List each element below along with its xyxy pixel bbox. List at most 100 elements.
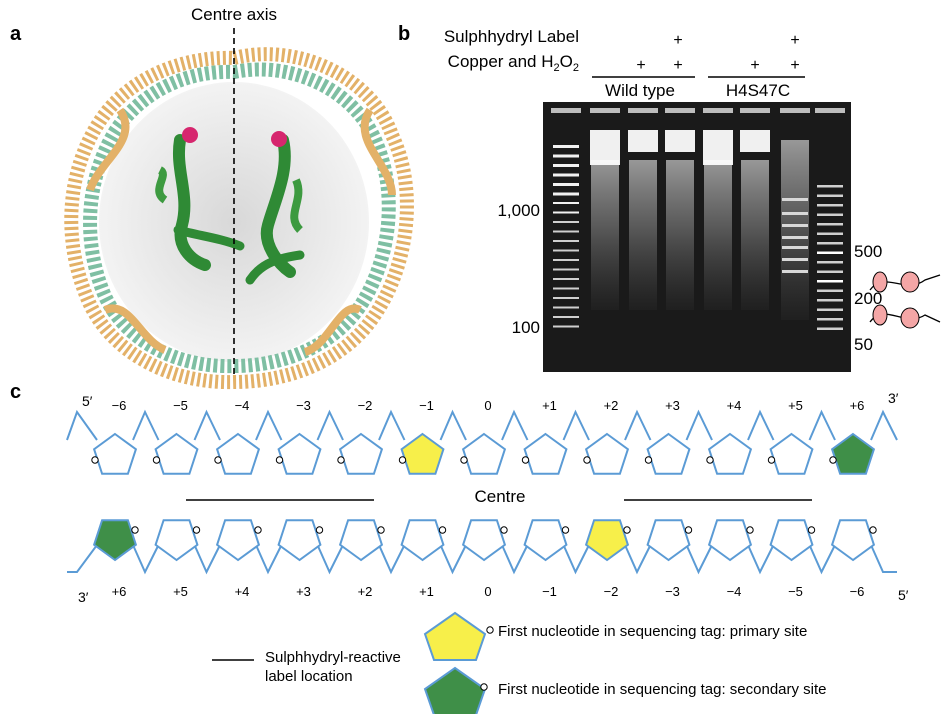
gel-smear	[741, 160, 769, 310]
position-label: +2	[604, 398, 619, 413]
lane-h4s47c-control	[703, 108, 733, 310]
position-label: +6	[112, 584, 127, 599]
gel-smear	[591, 160, 619, 310]
gel-well	[551, 108, 581, 113]
nucleosome-structure	[64, 47, 414, 390]
sugar-ring	[154, 432, 199, 475]
position-label: −2	[358, 398, 373, 413]
ladder-band	[817, 318, 843, 321]
sugar-ring	[277, 519, 322, 562]
nucleotide-9: +3	[644, 398, 691, 475]
ladder-label-1000: 1,000	[497, 201, 540, 220]
dna-strand-inner	[83, 62, 396, 374]
nucleosome-cartoon-upper	[869, 271, 941, 293]
position-label: −3	[296, 398, 311, 413]
gel-well	[815, 108, 845, 113]
position-label: +6	[850, 398, 865, 413]
gel-smear	[704, 160, 732, 310]
legend-primary-label: First nucleotide in sequencing tag: prim…	[498, 623, 807, 640]
nucleotide-11: −5	[769, 519, 816, 599]
sugar-ring	[830, 432, 876, 475]
centre-label: Centre	[474, 487, 525, 506]
position-label: +5	[173, 584, 188, 599]
ring-oxygen	[767, 456, 776, 464]
ladder-band	[553, 316, 579, 318]
ladder-band	[553, 306, 579, 309]
sugar-ring	[707, 519, 753, 562]
ladder-band	[817, 213, 843, 216]
gel-well	[665, 108, 695, 113]
position-label: +4	[727, 398, 742, 413]
position-label: −1	[542, 584, 557, 599]
panel-b: b Sulphhydryl Label Copper and H2O2 + + …	[398, 23, 941, 372]
nucleotide-6: 0	[460, 398, 507, 475]
ladder-band	[817, 299, 843, 302]
nucleotide-2: −4	[214, 398, 261, 475]
ring-oxygen	[275, 456, 284, 464]
top-strand-5prime: 5′	[82, 393, 93, 409]
sugar-ring	[338, 519, 384, 562]
lane-wt-control	[590, 108, 620, 310]
nucleotide-3: +3	[277, 519, 324, 599]
sugar-ring	[277, 432, 322, 475]
ladder-band	[553, 240, 579, 242]
lane-h4s47c-label-copper	[780, 108, 810, 320]
position-label: −4	[727, 584, 742, 599]
ladder-band	[553, 145, 579, 148]
cleavage-band	[782, 212, 808, 215]
ladder-right	[815, 108, 845, 330]
gel-smear	[629, 160, 657, 310]
sugar-ring	[707, 432, 753, 475]
cleavage-band	[782, 198, 808, 201]
lane-marks: + + + + + +	[636, 32, 799, 74]
ladder-label-100: 100	[512, 318, 540, 337]
ring-oxygen	[152, 456, 161, 464]
ladder-band	[553, 221, 579, 223]
ring-oxygen	[521, 456, 530, 464]
ladder-band	[553, 173, 579, 177]
position-label: −2	[604, 584, 619, 599]
sugar-ring	[154, 519, 199, 562]
sugar-ring	[461, 432, 507, 475]
ladder-band	[553, 259, 579, 261]
centre-axis-label: Centre axis	[191, 5, 277, 24]
nucleotide-0: −6	[91, 398, 138, 475]
group-h4s47c: H4S47C	[726, 81, 790, 100]
legend-line-label-2: label location	[265, 668, 353, 685]
ladder-band	[553, 297, 579, 299]
position-label: −5	[788, 584, 803, 599]
position-label: +3	[296, 584, 311, 599]
ladder-band	[553, 278, 579, 280]
ring-oxygen	[398, 456, 407, 464]
ring-oxygen	[315, 526, 324, 534]
nucleotide-9: −3	[646, 519, 693, 599]
copper-row-label: Copper and H2O2	[448, 52, 579, 74]
phosphate-backbone	[66, 409, 898, 441]
phosphate-backbone	[67, 544, 897, 575]
cleavage-band	[782, 246, 808, 249]
position-label: −3	[665, 584, 680, 599]
histone-h4-helix-right	[245, 134, 305, 285]
nucleotide-8: +2	[583, 398, 630, 475]
legend-green-oxygen	[480, 683, 488, 691]
ring-oxygen	[131, 526, 139, 534]
ring-oxygen	[214, 456, 222, 464]
label-plus-lane6: +	[790, 32, 799, 49]
top-strand-3prime: 3′	[888, 390, 899, 406]
position-label: −4	[235, 398, 250, 413]
sugar-ring	[215, 519, 261, 562]
ring-oxygen	[438, 526, 447, 534]
dna-strand-wave	[86, 107, 396, 356]
position-label: +4	[235, 584, 250, 599]
panel-a: a Centre axis	[10, 5, 414, 390]
sugar-ring	[400, 519, 445, 562]
ladder-label-500: 500	[854, 242, 882, 261]
group-wild-type: Wild type	[605, 81, 675, 100]
copper-plus-lane6: +	[790, 57, 799, 74]
sugar-ring	[584, 519, 630, 562]
sugar-ring	[523, 519, 568, 562]
